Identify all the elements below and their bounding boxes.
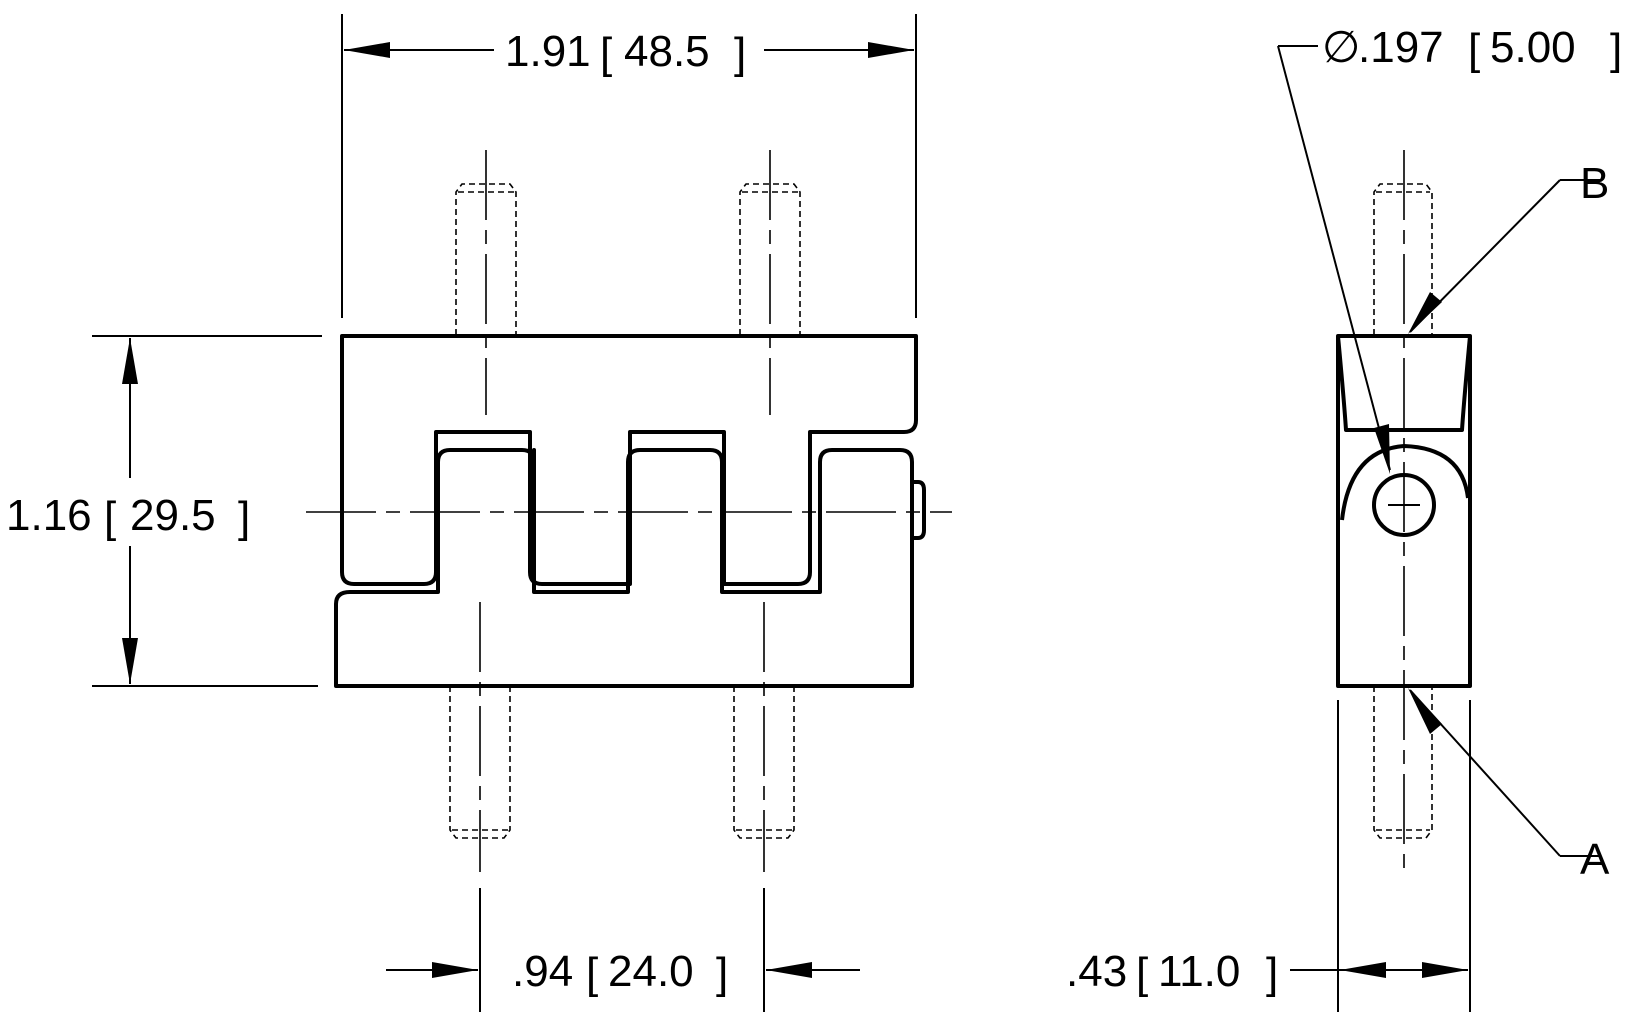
datum-a-label: A <box>1580 835 1610 884</box>
hole-diameter-mm: 5.00 <box>1490 23 1576 72</box>
thickness-dimension-bracket-open: [ <box>1136 949 1148 998</box>
height-dimension-bracket-close: ] <box>238 493 250 542</box>
height-dimension: 1.16 [ 29.5 ] <box>6 335 322 687</box>
thickness-dimension-bracket-close: ] <box>1266 949 1278 998</box>
thickness-dimension-inch: .43 <box>1066 947 1127 996</box>
width-dimension-mm: 48.5 <box>624 27 710 76</box>
top-right-pin-hidden <box>739 183 801 335</box>
pin-spacing-dimension: .94 [ 24.0 ] <box>386 888 860 1012</box>
width-dimension: 1.91 [ 48.5 ] <box>341 14 917 318</box>
hole-diameter-callout: ∅ .197 [ 5.00 ] <box>1277 23 1622 474</box>
width-dimension-inch: 1.91 <box>505 27 591 76</box>
height-dimension-bracket-open: [ <box>104 493 116 542</box>
pin-spacing-dimension-bracket-close: ] <box>716 949 728 998</box>
side-nub <box>912 480 926 540</box>
bottom-right-pin-hidden <box>733 686 795 839</box>
pin-spacing-dimension-mm: 24.0 <box>608 947 694 996</box>
upper-comb-part <box>340 334 918 586</box>
pin-spacing-dimension-inch: .94 <box>512 947 573 996</box>
thickness-dimension: .43 [ 11.0 ] <box>1066 700 1471 1012</box>
height-dimension-inch: 1.16 <box>6 491 92 540</box>
hole-diameter-bracket-open: [ <box>1468 25 1480 74</box>
datum-a-callout: A <box>1408 688 1610 884</box>
side-bottom-pin-hidden <box>1373 686 1433 839</box>
datum-b-callout: B <box>1408 159 1609 334</box>
side-top-pin-hidden <box>1373 183 1433 335</box>
top-left-pin-hidden <box>455 183 517 335</box>
bottom-left-pin-hidden <box>449 686 511 839</box>
width-dimension-bracket-open: [ <box>600 29 612 78</box>
hole-diameter-inch: .197 <box>1358 23 1444 72</box>
side-view: ∅ .197 [ 5.00 ] B A .43 [ <box>1066 23 1622 1012</box>
pin-spacing-dimension-bracket-open: [ <box>586 949 598 998</box>
front-view: 1.91 [ 48.5 ] 1.16 [ 29.5 ] .94 <box>6 14 952 1012</box>
lower-comb-part <box>334 448 914 688</box>
width-dimension-bracket-close: ] <box>734 29 746 78</box>
thickness-dimension-mm: 11.0 <box>1158 947 1240 996</box>
datum-b-label: B <box>1580 159 1609 208</box>
hole-diameter-symbol: ∅ <box>1322 23 1360 72</box>
height-dimension-mm: 29.5 <box>130 491 216 540</box>
side-upper-cut <box>1336 335 1472 432</box>
hole-diameter-bracket-close: ] <box>1610 25 1622 74</box>
side-lower-arch <box>1340 444 1470 521</box>
